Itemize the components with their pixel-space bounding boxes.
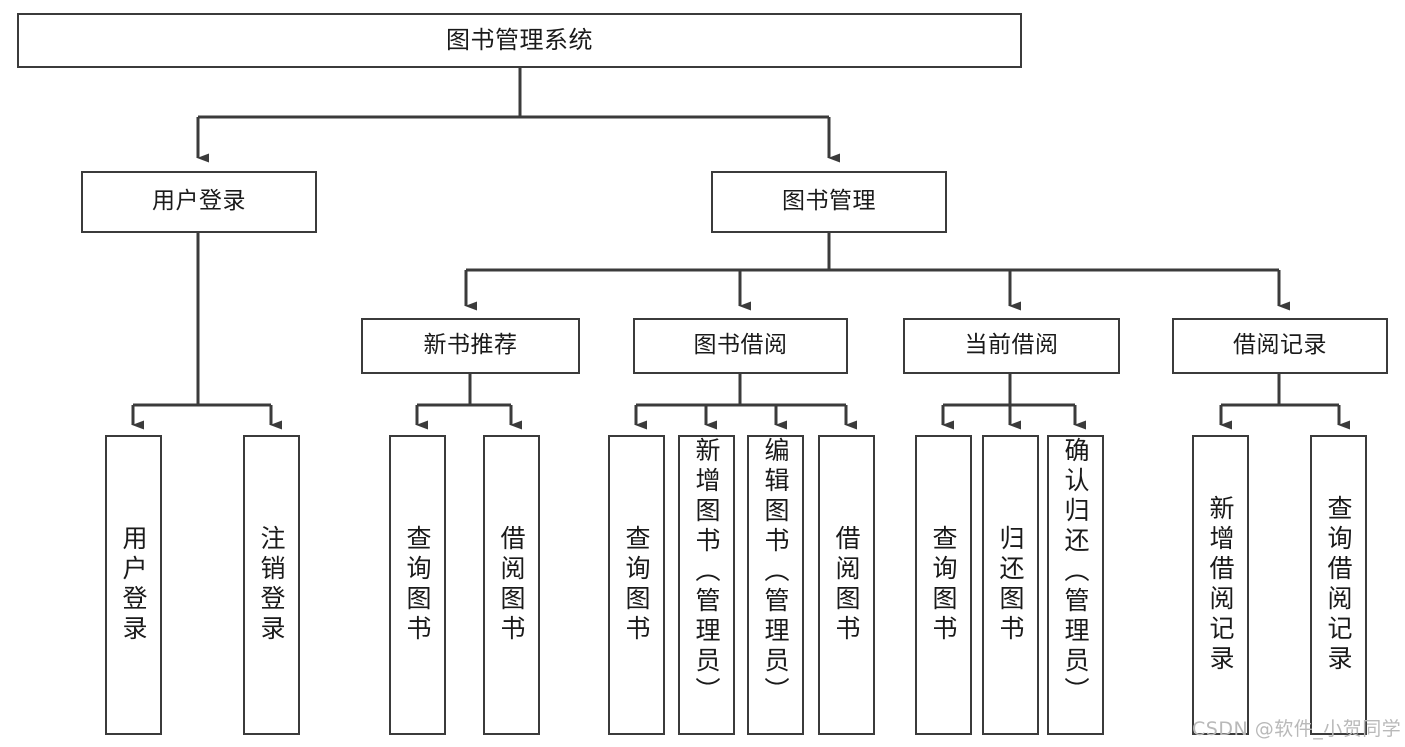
node-label: 查询借阅记录 bbox=[1324, 495, 1353, 675]
node-leaf-query-book-1[interactable]: 查询图书 bbox=[389, 435, 446, 735]
node-leaf-edit-book[interactable]: 编辑图书（管理员） bbox=[747, 435, 804, 735]
node-leaf-add-book[interactable]: 新增图书（管理员） bbox=[678, 435, 735, 735]
node-leaf-add-record[interactable]: 新增借阅记录 bbox=[1192, 435, 1249, 735]
node-leaf-confirm-return[interactable]: 确认归还（管理员） bbox=[1047, 435, 1104, 735]
node-borrow-record[interactable]: 借阅记录 bbox=[1172, 318, 1388, 374]
node-leaf-query-book-3[interactable]: 查询图书 bbox=[915, 435, 972, 735]
node-new-book-recommend[interactable]: 新书推荐 bbox=[361, 318, 580, 374]
node-book-manage[interactable]: 图书管理 bbox=[711, 171, 947, 233]
node-label: 用户登录 bbox=[152, 188, 246, 215]
node-label: 借阅记录 bbox=[1233, 332, 1327, 359]
node-label: 查询图书 bbox=[622, 525, 651, 645]
node-label: 图书管理系统 bbox=[446, 26, 593, 55]
node-leaf-query-record[interactable]: 查询借阅记录 bbox=[1310, 435, 1367, 735]
node-leaf-borrow-book-2[interactable]: 借阅图书 bbox=[818, 435, 875, 735]
node-current-borrow[interactable]: 当前借阅 bbox=[903, 318, 1120, 374]
node-leaf-query-book-2[interactable]: 查询图书 bbox=[608, 435, 665, 735]
node-leaf-borrow-book-1[interactable]: 借阅图书 bbox=[483, 435, 540, 735]
node-label: 借阅图书 bbox=[832, 525, 861, 645]
node-book-borrow[interactable]: 图书借阅 bbox=[633, 318, 848, 374]
node-label: 归还图书 bbox=[996, 525, 1025, 645]
node-root[interactable]: 图书管理系统 bbox=[17, 13, 1022, 68]
node-label: 新增借阅记录 bbox=[1206, 495, 1235, 675]
node-label: 图书管理 bbox=[782, 188, 876, 215]
node-label: 确认归还（管理员） bbox=[1061, 437, 1090, 707]
node-leaf-return-book[interactable]: 归还图书 bbox=[982, 435, 1039, 735]
node-leaf-logout-login[interactable]: 注销登录 bbox=[243, 435, 300, 735]
node-label: 图书借阅 bbox=[693, 332, 788, 359]
node-label: 新书推荐 bbox=[423, 332, 518, 359]
node-label: 查询图书 bbox=[403, 525, 432, 645]
watermark: CSDN @软件_小贺同学 bbox=[1192, 718, 1402, 740]
node-label: 用户登录 bbox=[119, 525, 148, 645]
node-label: 查询图书 bbox=[929, 525, 958, 645]
node-label: 当前借阅 bbox=[964, 332, 1059, 359]
node-label: 注销登录 bbox=[257, 525, 286, 645]
node-label: 编辑图书（管理员） bbox=[761, 437, 790, 707]
node-label: 新增图书（管理员） bbox=[692, 437, 721, 707]
node-user-login[interactable]: 用户登录 bbox=[81, 171, 317, 233]
node-label: 借阅图书 bbox=[497, 525, 526, 645]
node-leaf-user-login[interactable]: 用户登录 bbox=[105, 435, 162, 735]
